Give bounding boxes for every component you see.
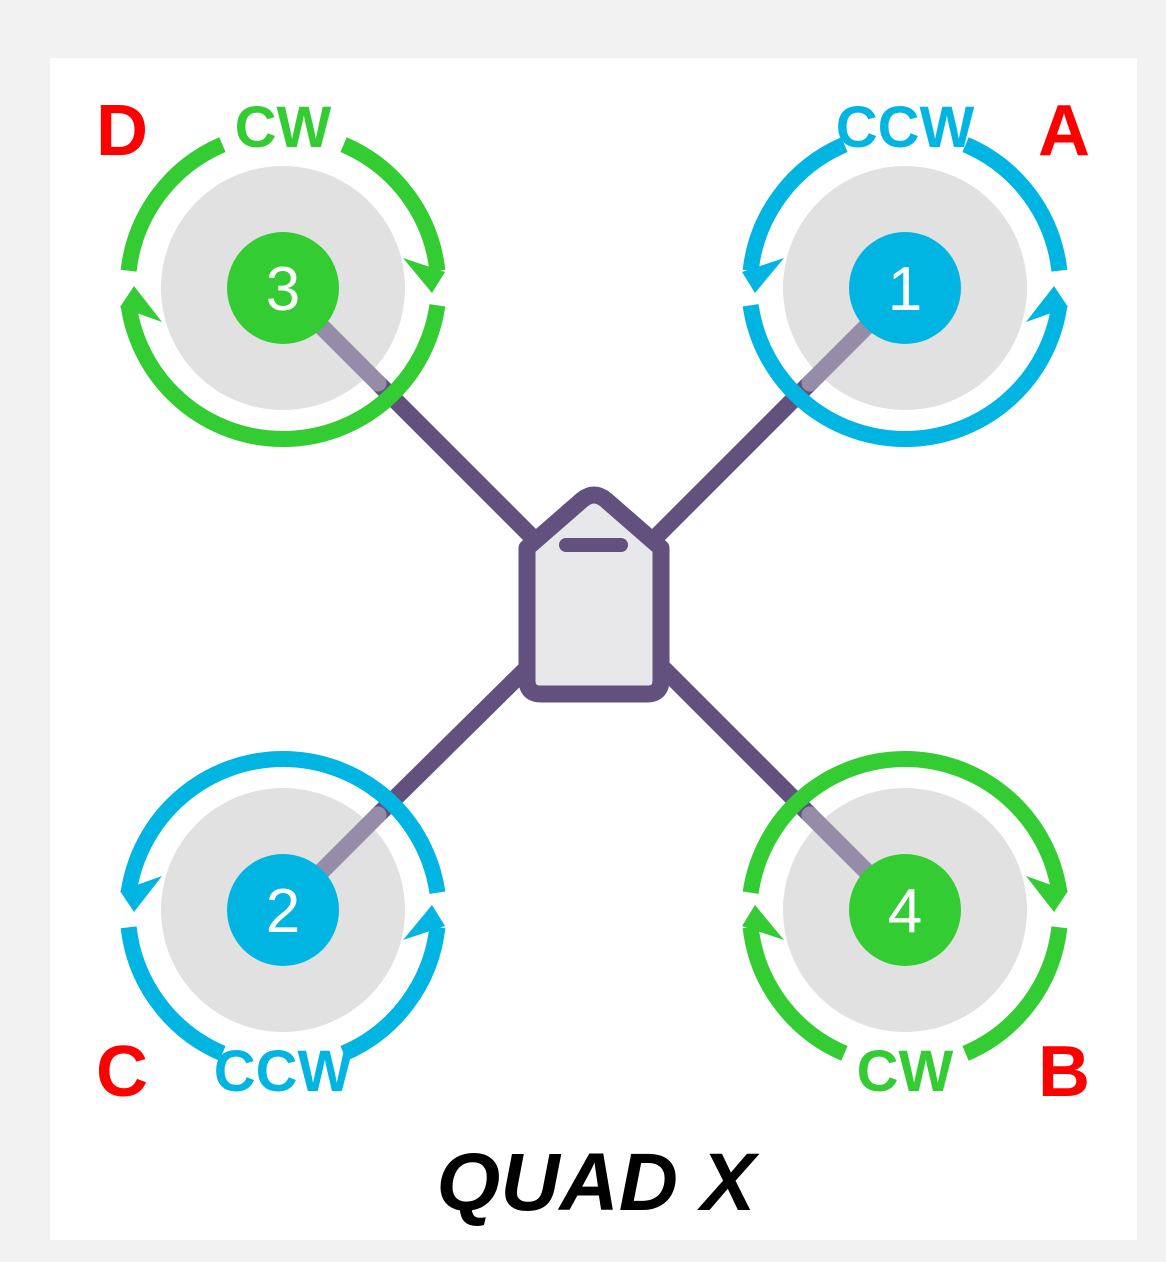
- arrowhead-motor-1-right: [1026, 286, 1068, 322]
- rotation-arc-motor-2-right: [340, 926, 446, 1061]
- corner-letters: D A C B: [96, 91, 1090, 1112]
- rotation-arc-motor-4-right: [962, 926, 1068, 1061]
- arrowhead-motor-1-left: [742, 258, 784, 293]
- arrowhead-motor-2-left: [120, 876, 162, 912]
- motor-2: 2: [227, 854, 339, 966]
- motor-hubs: 3 1 2 4: [227, 232, 961, 966]
- rotation-arc-motor-1-left: [742, 137, 848, 272]
- motor-1-number: 1: [888, 255, 922, 324]
- motor-2-number: 2: [266, 877, 300, 946]
- arrowhead-motor-3-left: [120, 286, 162, 322]
- arm-front-left: [369, 374, 544, 549]
- rotation-arc-motor-3-bottom: [120, 304, 446, 447]
- arm-rear-left: [369, 656, 539, 824]
- rotation-arc-motor-2-left: [120, 926, 226, 1061]
- arrowhead-motor-4-left: [742, 905, 784, 940]
- arrowhead-motor-4-right: [1026, 876, 1068, 912]
- flight-controller-body: [518, 486, 670, 703]
- motor-3-hub: [227, 232, 339, 344]
- motor-3: 3: [227, 232, 339, 344]
- rotation-arc-motor-1-right: [962, 137, 1068, 272]
- rotation-arc-motor-2-top: [120, 751, 446, 894]
- corner-letter-A: A: [1038, 91, 1090, 171]
- rotation-arrowheads: [120, 258, 1068, 940]
- arrowhead-motor-3-right: [403, 258, 445, 293]
- motor-4-direction-label: CW: [857, 1039, 954, 1104]
- motor-4-number: 4: [888, 877, 922, 946]
- motor-2-hub: [227, 854, 339, 966]
- motor-1: 1: [849, 232, 961, 344]
- corner-letter-B: B: [1038, 1032, 1090, 1112]
- motor-1-hub: [849, 232, 961, 344]
- motor-2-direction-label: CCW: [214, 1039, 353, 1104]
- corner-letter-C: C: [96, 1032, 148, 1112]
- motor-1-direction-label: CCW: [836, 95, 975, 160]
- rotation-arc-motor-1-bottom: [742, 304, 1068, 447]
- rotation-arc-motor-3-left: [120, 137, 226, 272]
- motor-4-hub: [849, 854, 961, 966]
- motor-4: 4: [849, 854, 961, 966]
- rotation-labels: CW CCW CCW CW: [214, 95, 975, 1104]
- rotation-arcs: [120, 137, 1068, 1061]
- motor-3-number: 3: [266, 255, 300, 324]
- rotation-arc-motor-4-top: [742, 751, 1068, 894]
- arm-front-right: [644, 374, 819, 549]
- motor-3-direction-label: CW: [235, 95, 332, 160]
- rotation-arc-motor-4-left: [742, 926, 848, 1061]
- body-outline: [518, 486, 670, 703]
- corner-letter-D: D: [96, 91, 148, 171]
- frame-title: QUAD X: [437, 1137, 760, 1228]
- arm-rear-right: [651, 656, 819, 824]
- arrowhead-motor-2-right: [403, 905, 445, 940]
- rotation-arc-motor-3-right: [340, 137, 446, 272]
